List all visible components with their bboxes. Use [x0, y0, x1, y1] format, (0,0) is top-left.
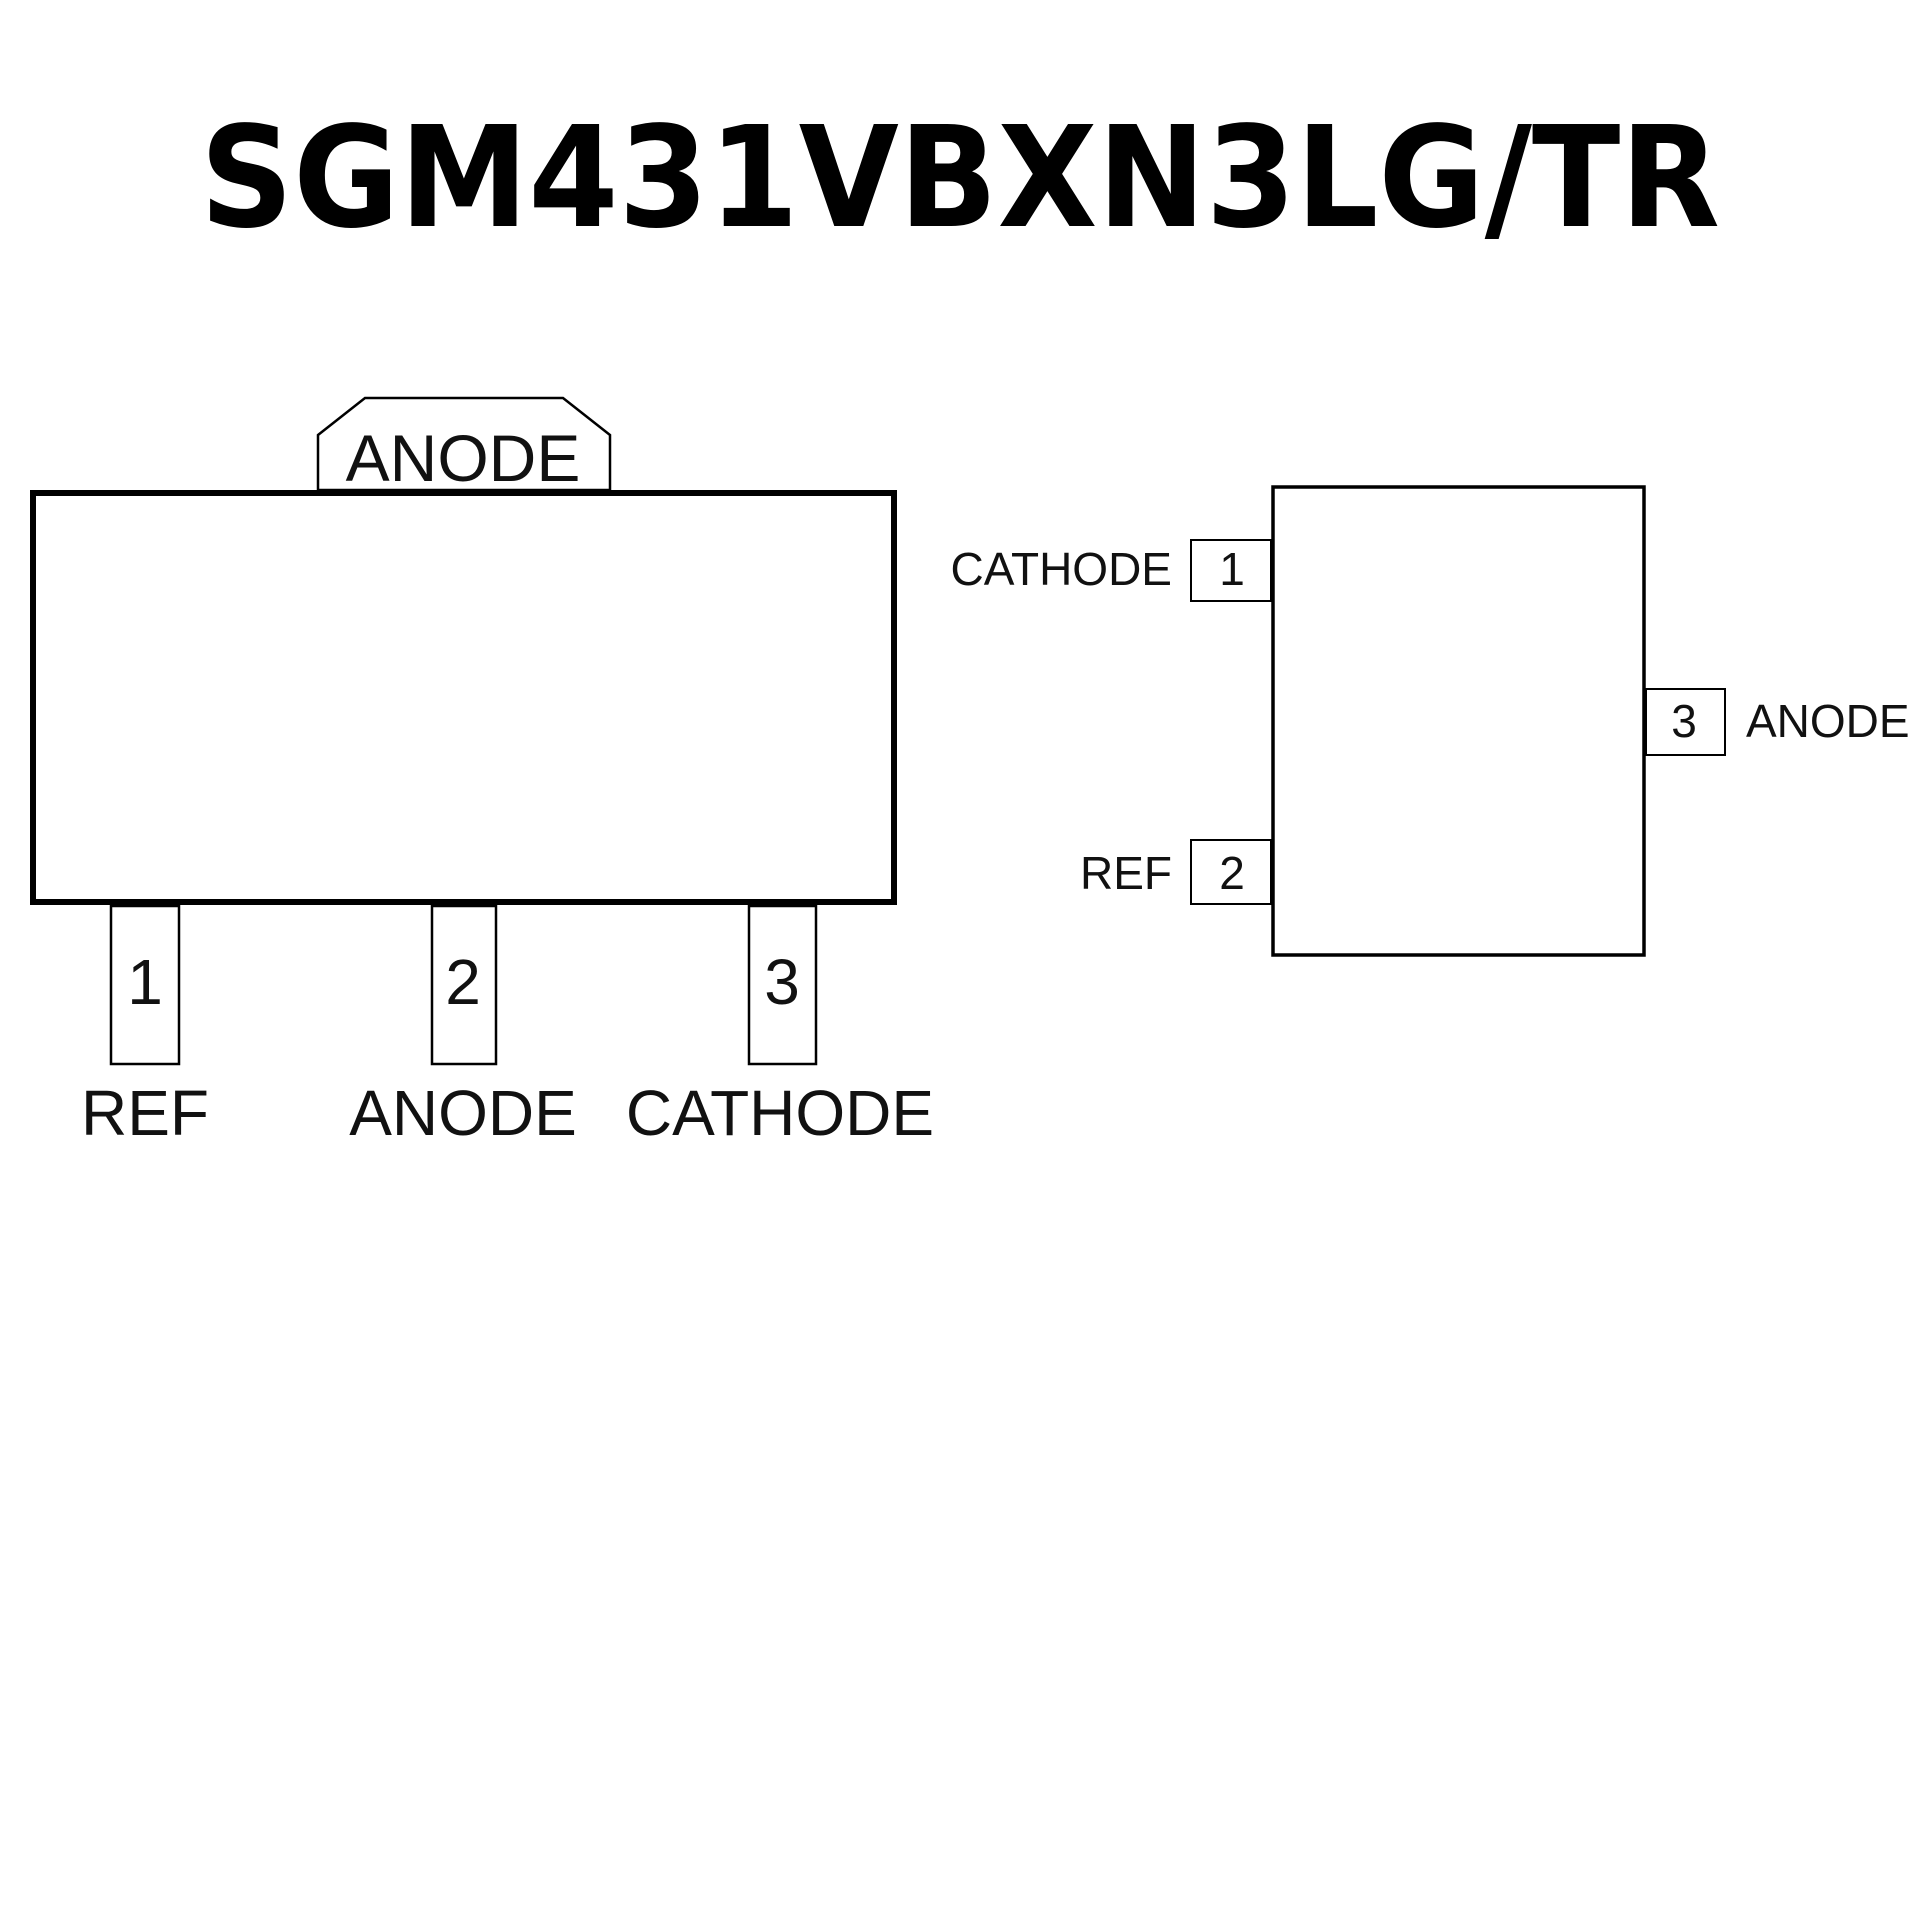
tab-label: ANODE	[346, 421, 581, 495]
symbol-pin-2	[1190, 839, 1272, 905]
pin-3-number: 3	[764, 946, 800, 1018]
pin-1-number: 1	[127, 946, 163, 1018]
symbol-pin-1	[1190, 539, 1272, 602]
pin-3-lead	[747, 904, 818, 1066]
symbol-pin-3	[1645, 688, 1726, 756]
schematic-symbol: 1 CATHODE 2 REF 3 ANODE	[951, 485, 1910, 957]
pin-2-name: ANODE	[349, 1077, 577, 1149]
symbol-pin-3-name: ANODE	[1746, 695, 1910, 747]
pin-1-lead	[109, 904, 181, 1066]
package-body	[30, 490, 897, 905]
pin-3-name: CATHODE	[626, 1077, 934, 1149]
symbol-pin-2-name: REF	[1080, 847, 1172, 899]
symbol-pin-1-number: 1	[1219, 543, 1245, 595]
symbol-body	[1271, 485, 1646, 957]
pin-2-lead	[430, 904, 498, 1066]
symbol-pin-2-number: 2	[1219, 847, 1245, 899]
part-number-title: SGM431VBXN3LG/TR	[200, 97, 1720, 260]
symbol-pin-3-number: 3	[1671, 695, 1697, 747]
pin-2-number: 2	[445, 946, 481, 1018]
package-top-view: ANODE 1 REF 2 ANODE 3 CATHODE	[30, 396, 934, 1149]
pin-1-name: REF	[81, 1077, 209, 1149]
symbol-pin-1-name: CATHODE	[951, 543, 1173, 595]
